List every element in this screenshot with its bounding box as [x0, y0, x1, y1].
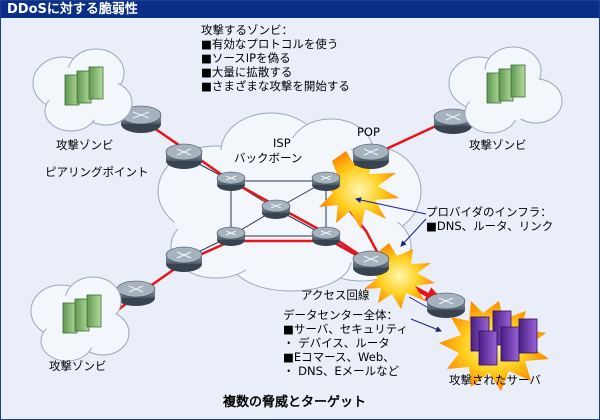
provider-infra-item: ■DNS、ルータ、リンク [426, 219, 554, 233]
zombie-group-top-right [448, 46, 563, 134]
zombie-label-top-left: 攻撃ゾンビ [56, 138, 114, 152]
router-core-center [261, 199, 291, 219]
attacking-zombies-heading: 攻撃するゾンビ： [201, 23, 293, 37]
isp-label: ISP [273, 136, 291, 150]
isp-backbone-label: ISP [273, 136, 291, 150]
attacking-zombies-item: ■有効なプロトコルを使う [201, 37, 339, 51]
pop-label: POP [357, 125, 380, 139]
diagram-caption: 複数の脅威とターゲット [223, 395, 367, 410]
router-core-tr [311, 171, 341, 191]
zombie-label-top-right: 攻撃ゾンビ [469, 138, 527, 152]
backbone-label: バックボーン [234, 151, 303, 165]
router-edge-bottom-left [116, 280, 156, 306]
router-pop-bottom [352, 250, 390, 276]
router-edge-top-right [433, 108, 473, 134]
attacking-zombies-note: 攻撃するゾンビ： ■有効なプロトコルを使う ■ソースIPを偽る ■大量に拡散する… [201, 23, 350, 93]
router-core-bl [216, 226, 246, 246]
zombie-label-bottom-left: 攻撃ゾンビ [49, 359, 107, 373]
router-core-tl [216, 171, 246, 191]
datacenter-item: ■サーバ、セキュリティ [283, 322, 409, 336]
diagram-title: DDoSに対する脆弱性 [1, 1, 599, 18]
provider-infra-note: プロバイダのインフラ： ■DNS、ルータ、リンク [426, 205, 553, 233]
router-peering-2 [165, 246, 203, 272]
provider-infra-heading: プロバイダのインフラ： [426, 205, 552, 219]
attacking-zombies-item: ■ソースIPを偽る [201, 51, 291, 65]
datacenter-note: データセンター全体： ■サーバ、セキュリティ ・ デバイス、ルータ ■Eコマース… [283, 308, 408, 378]
attacked-server-farm [439, 301, 549, 391]
access-line-label: アクセス回線 [301, 288, 370, 302]
attacked-server-label: 攻撃されたサーバ [449, 373, 541, 387]
attacked-servers [470, 310, 538, 366]
router-datacenter [426, 292, 466, 318]
attacking-zombies-item: ■大量に拡散する [201, 65, 293, 79]
datacenter-item: ■Eコマース、Web、 [283, 350, 395, 364]
attacking-zombies-item: ■さまざまな攻撃を開始する [201, 79, 350, 93]
router-peering-1 [165, 143, 203, 169]
burst-pop [319, 151, 399, 229]
peering-point-label: ピアリングポイント [45, 165, 149, 179]
datacenter-heading: データセンター全体： [283, 308, 398, 322]
zombie-servers [486, 64, 526, 104]
zombie-servers [64, 66, 104, 106]
datacenter-item: ・ DNS、Eメールなど [283, 364, 400, 378]
datacenter-item: ・ デバイス、ルータ [283, 336, 390, 350]
routers [116, 105, 473, 318]
router-pop-top [352, 143, 390, 169]
router-core-br [311, 226, 341, 246]
zombie-group-top-left [32, 48, 133, 132]
zombie-group-bottom-left [30, 276, 130, 362]
zombie-servers [62, 294, 102, 334]
